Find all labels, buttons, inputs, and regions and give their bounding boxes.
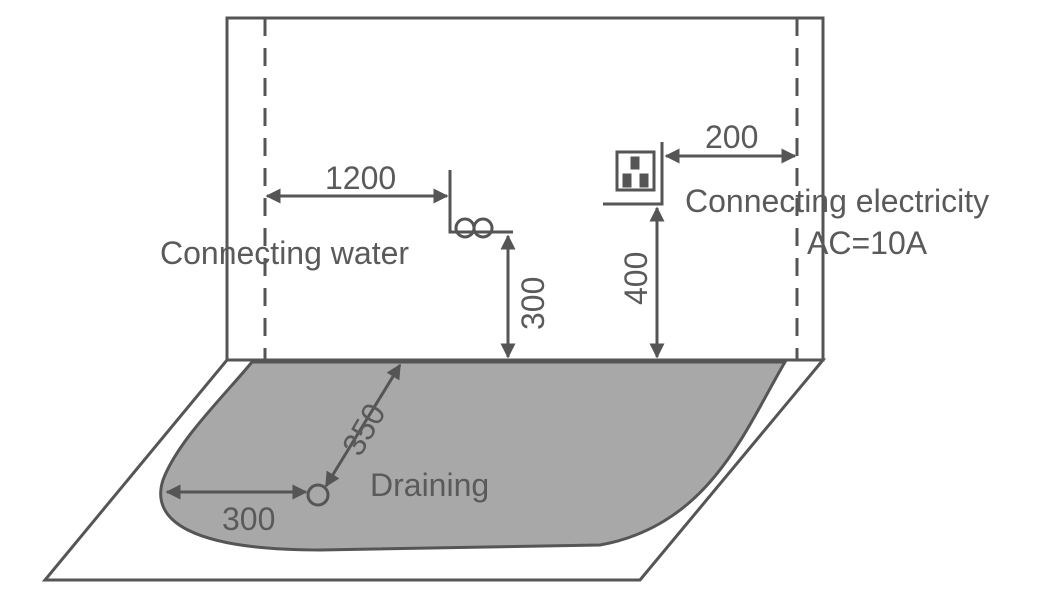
label-connecting-electricity: Connecting electricity bbox=[685, 183, 989, 219]
label-200: 200 bbox=[705, 119, 758, 155]
dimension-arrow-350 bbox=[324, 363, 402, 488]
label-ac-spec: AC=10A bbox=[807, 225, 928, 261]
shower-tray bbox=[159, 360, 788, 552]
floor bbox=[41, 358, 827, 582]
label-draining: Draining bbox=[370, 467, 489, 503]
label-400: 400 bbox=[618, 252, 654, 305]
label-1200: 1200 bbox=[325, 160, 396, 196]
water-connection-icon bbox=[448, 170, 513, 239]
label-drain-300: 300 bbox=[222, 501, 275, 537]
label-water-300: 300 bbox=[515, 277, 551, 330]
label-connecting-water: Connecting water bbox=[160, 235, 409, 271]
drain-icon bbox=[306, 483, 330, 507]
electric-socket-icon bbox=[603, 142, 664, 206]
